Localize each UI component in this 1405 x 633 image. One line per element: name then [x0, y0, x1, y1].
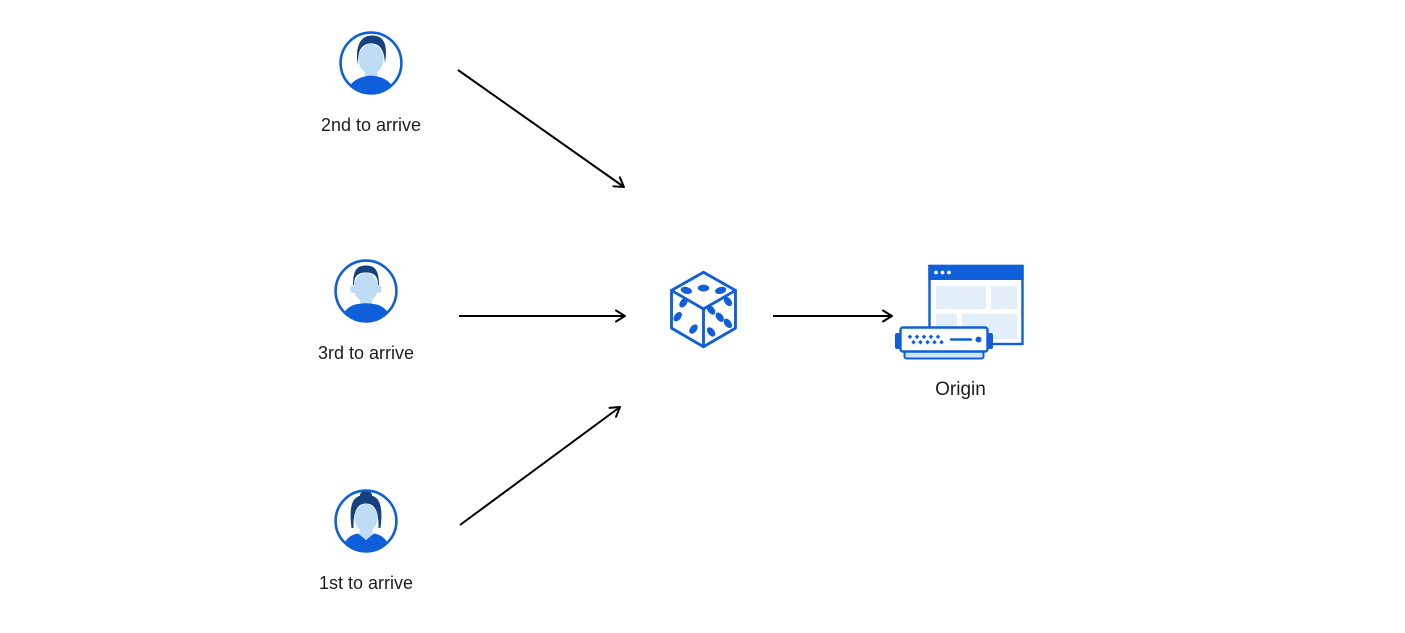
avatar-man-short-hair-icon	[334, 259, 398, 323]
server-box-icon	[895, 326, 993, 360]
arrow-client1-to-dice	[459, 406, 621, 526]
dice-icon	[670, 270, 737, 349]
client-node-3rd: 3rd to arrive	[296, 258, 436, 363]
origin-label: Origin	[935, 379, 986, 400]
window-dots-icon	[934, 270, 951, 275]
client-label-3rd: 3rd to arrive	[317, 343, 415, 363]
client-label-2nd: 2nd to arrive	[320, 115, 422, 135]
avatar-man-swept-hair-icon	[339, 31, 403, 95]
client-label-1st: 1st to arrive	[318, 573, 414, 593]
avatar-woman-bun-icon	[334, 489, 398, 553]
origin-server-browser-icon	[895, 264, 1024, 360]
client-node-1st: 1st to arrive	[296, 488, 436, 593]
arrow-client2-to-dice	[457, 69, 625, 188]
client-node-2nd: 2nd to arrive	[301, 30, 441, 135]
